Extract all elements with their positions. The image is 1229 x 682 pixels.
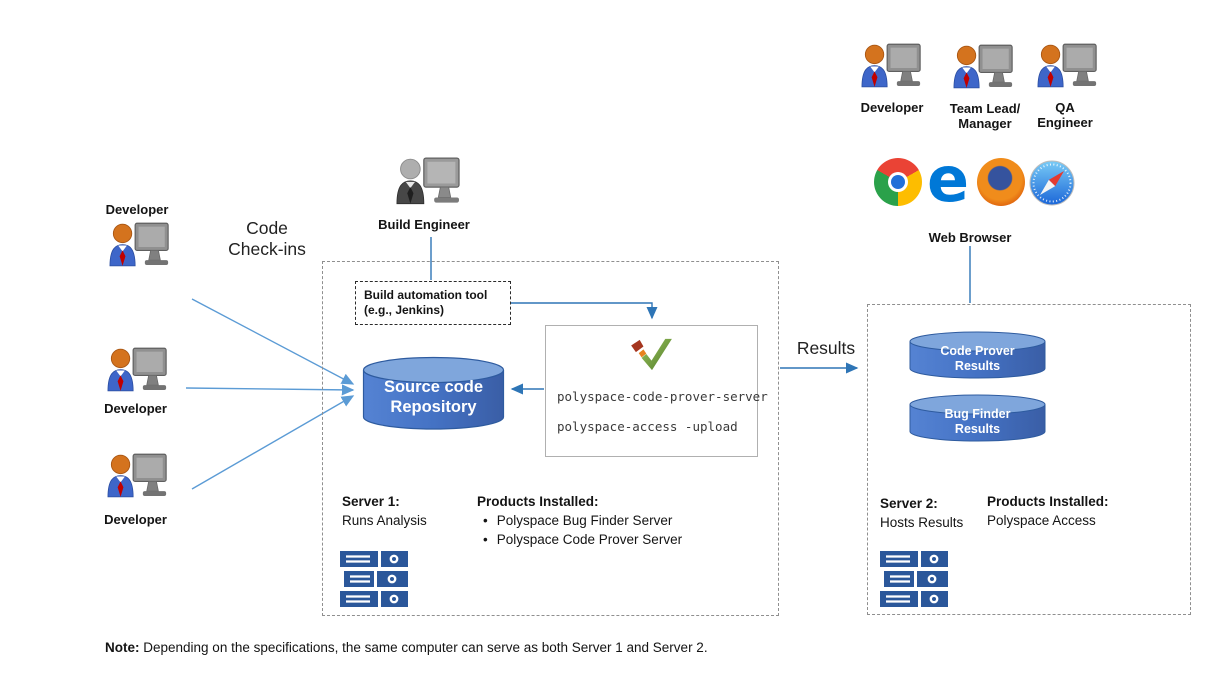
note-text: Note: Depending on the specifications, t… bbox=[105, 640, 708, 655]
server1-boundary bbox=[322, 261, 779, 616]
team-lead-label: Team Lead/ Manager bbox=[949, 101, 1021, 131]
developer-label: Developer bbox=[104, 512, 167, 527]
server1-title: Server 1: bbox=[342, 494, 400, 509]
dev3-checkin-arrow bbox=[191, 395, 355, 490]
build-tool-line2: (e.g., Jenkins) bbox=[364, 303, 445, 317]
build-engineer-icon bbox=[394, 154, 464, 214]
developer-label: Developer bbox=[860, 100, 924, 115]
server1-role: Runs Analysis bbox=[342, 513, 427, 528]
dev2-checkin-arrow bbox=[185, 384, 355, 396]
developer-icon bbox=[106, 344, 170, 401]
cylinder-shape bbox=[362, 356, 505, 430]
product-item: Polyspace Access bbox=[987, 513, 1096, 528]
bug-finder-results-cylinder: Bug Finder Results bbox=[909, 394, 1046, 442]
bug-finder-results-label: Bug Finder Results bbox=[944, 407, 1011, 436]
server2-rack-icon bbox=[880, 551, 948, 607]
build-engineer-label: Build Engineer bbox=[378, 217, 470, 232]
command-access-upload: polyspace-access -upload bbox=[557, 419, 738, 434]
chrome-icon bbox=[874, 158, 922, 206]
code-prover-results-label: Code Prover Results bbox=[940, 344, 1015, 373]
source-repo-cylinder: Source code Repository bbox=[362, 356, 505, 431]
products1-title: Products Installed: bbox=[477, 494, 599, 509]
team-lead-icon bbox=[952, 41, 1016, 98]
safari-icon bbox=[1029, 160, 1075, 206]
polyspace-logo-icon bbox=[630, 337, 674, 373]
qa-engineer-label: QA Engineer bbox=[1037, 100, 1093, 130]
developer-label: Developer bbox=[105, 202, 169, 217]
build-automation-box: Build automation tool (e.g., Jenkins) bbox=[355, 281, 511, 325]
firefox-icon bbox=[977, 158, 1025, 206]
developer-icon bbox=[108, 219, 172, 276]
buildtool-to-polyspace-arrow bbox=[510, 302, 658, 320]
server1-caption: Server 1: Runs Analysis bbox=[342, 492, 427, 530]
server1-rack-icon bbox=[340, 551, 408, 607]
repo-label: Source code Repository bbox=[383, 378, 484, 416]
bullet-icon: • bbox=[483, 532, 488, 547]
chrome-center-dot bbox=[888, 172, 908, 192]
code-checkins-label: Code Check-ins bbox=[228, 218, 306, 259]
code-prover-results-cylinder: Code Prover Results bbox=[909, 331, 1046, 379]
product-item: Polyspace Code Prover Server bbox=[496, 532, 683, 547]
developer-icon bbox=[106, 450, 170, 507]
bullet-icon: • bbox=[483, 513, 488, 528]
cylinder-shape bbox=[909, 394, 1046, 442]
qa-engineer-icon bbox=[1036, 40, 1100, 97]
server2-caption: Server 2: Hosts Results bbox=[880, 494, 963, 532]
server1-products: Products Installed: • Polyspace Bug Find… bbox=[477, 492, 682, 549]
developer-icon bbox=[860, 40, 924, 97]
command-code-prover: polyspace-code-prover-server bbox=[557, 389, 768, 404]
server2-role: Hosts Results bbox=[880, 515, 964, 530]
web-browser-label: Web Browser bbox=[928, 230, 1012, 245]
developer-label: Developer bbox=[104, 401, 167, 416]
build-tool-line1: Build automation tool bbox=[364, 288, 488, 302]
polyspace-commands-box: polyspace-code-prover-server polyspace-a… bbox=[545, 325, 768, 457]
cylinder-shape bbox=[909, 331, 1046, 379]
server2-boundary bbox=[867, 304, 1191, 615]
edge-icon: e bbox=[927, 143, 970, 216]
dev1-checkin-arrow bbox=[191, 298, 355, 385]
results-label: Results bbox=[796, 338, 856, 358]
server2-title: Server 2: bbox=[880, 496, 938, 511]
server2-products: Products Installed: Polyspace Access bbox=[987, 492, 1109, 530]
product-item: Polyspace Bug Finder Server bbox=[496, 513, 673, 528]
products2-title: Products Installed: bbox=[987, 494, 1109, 509]
